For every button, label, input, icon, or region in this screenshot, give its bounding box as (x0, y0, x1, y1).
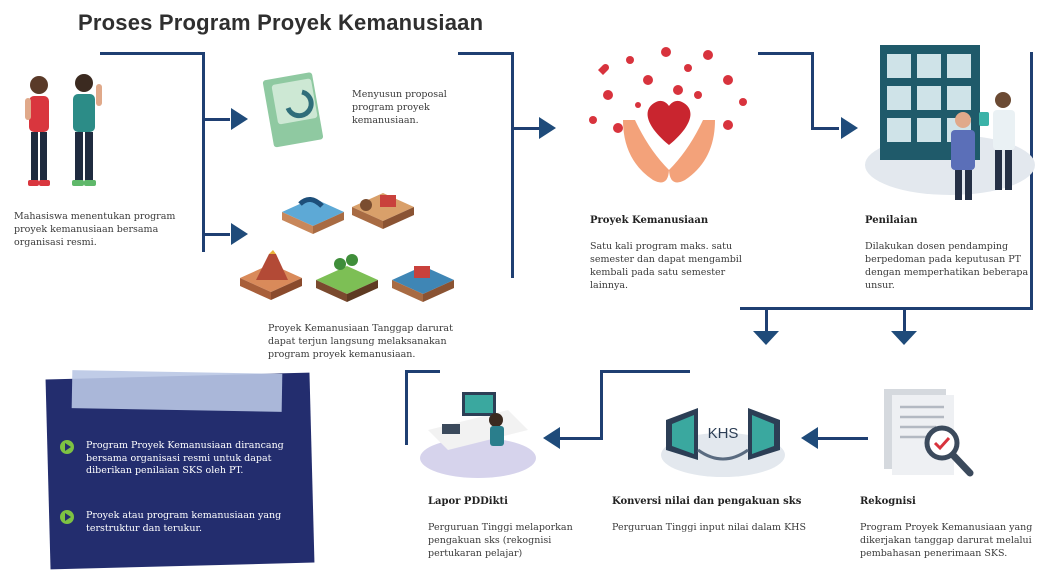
arrow-right-icon (539, 117, 556, 139)
connector-top-2 (458, 52, 514, 55)
connector-vert-7 (405, 370, 408, 445)
arrow-right-icon (231, 223, 248, 245)
arrow-down-icon (891, 331, 917, 345)
proposal-document-icon (262, 72, 324, 148)
disaster-tile-flood-icon (392, 266, 454, 302)
step-lapor-text: Perguruan Tinggi melaporkan pengakuan sk… (428, 522, 573, 559)
arrow-left-icon (801, 427, 818, 449)
connector-h-4 (740, 307, 1033, 310)
connector-h-1a (202, 118, 230, 121)
step-konversi-text: Perguruan Tinggi input nilai dalam KHS (612, 522, 806, 533)
disaster-tile-volcano-icon (240, 250, 302, 300)
arrow-left-icon (543, 427, 560, 449)
disaster-tile-landslide-icon (352, 193, 414, 229)
khs-label: KHS (708, 425, 739, 442)
step-tanggap-text: Proyek Kemanusiaan Tanggap darurat dapat… (268, 323, 453, 360)
note-1: Program Proyek Kemanusiaan dirancang ber… (86, 440, 284, 476)
connector-vert-1 (202, 52, 205, 252)
connector-top-3 (758, 52, 814, 55)
assessment-illustration (865, 45, 1035, 200)
step-penilaian-text: Dilakukan dosen pendamping berpedoman pa… (865, 241, 1029, 291)
arrow-down-icon (753, 331, 779, 345)
tape-decoration (71, 370, 283, 412)
page-title: Proses Program Proyek Kemanusiaan (78, 10, 484, 35)
connector-top-6 (600, 370, 690, 373)
play-bullet-icon (60, 440, 74, 454)
connector-vert-3 (811, 52, 814, 130)
hands-heart-illustration (589, 47, 747, 183)
step-penilaian-title: Penilaian (865, 215, 918, 226)
step-rekognisi-text: Program Proyek Kemanusiaan yang dikerjak… (860, 522, 1033, 559)
connector-h-6 (560, 437, 602, 440)
connector-h-1b (202, 233, 230, 236)
khs-conversion-illustration: KHS (661, 408, 785, 477)
step-konversi-title: Konversi nilai dan pengakuan sks (612, 496, 802, 507)
recognition-document-icon (884, 389, 974, 477)
connector-top-1 (100, 52, 204, 55)
disaster-tile-forest-icon (316, 254, 378, 302)
connector-drop-2 (903, 307, 906, 331)
step-rekognisi-title: Rekognisi (860, 496, 916, 507)
connector-h-2 (511, 127, 539, 130)
step-lapor-title: Lapor PDDikti (428, 496, 508, 507)
arrow-right-icon (841, 117, 858, 139)
note-2: Proyek atau program kemanusiaan yang ter… (86, 510, 282, 534)
connector-vert-4 (1030, 52, 1033, 310)
disaster-tile-tsunami-icon (282, 197, 344, 234)
connector-vert-2 (511, 52, 514, 278)
play-bullet-icon (60, 510, 74, 524)
connector-h-5 (818, 437, 868, 440)
students-illustration (25, 74, 102, 186)
step-mahasiswa-text: Mahasiswa menentukan program proyek kema… (14, 211, 176, 248)
pddikti-workstation-illustration (420, 392, 536, 478)
step-proyek-title: Proyek Kemanusiaan (590, 215, 709, 226)
connector-drop-1 (765, 307, 768, 331)
step-proposal-text: Menyusun proposal program proyek kemanus… (352, 89, 447, 126)
connector-h-3 (811, 127, 839, 130)
connector-top-7 (405, 370, 440, 373)
step-proyek-text: Satu kali program maks. satu semester da… (590, 241, 742, 291)
arrow-right-icon (231, 108, 248, 130)
connector-vert-6 (600, 370, 603, 440)
